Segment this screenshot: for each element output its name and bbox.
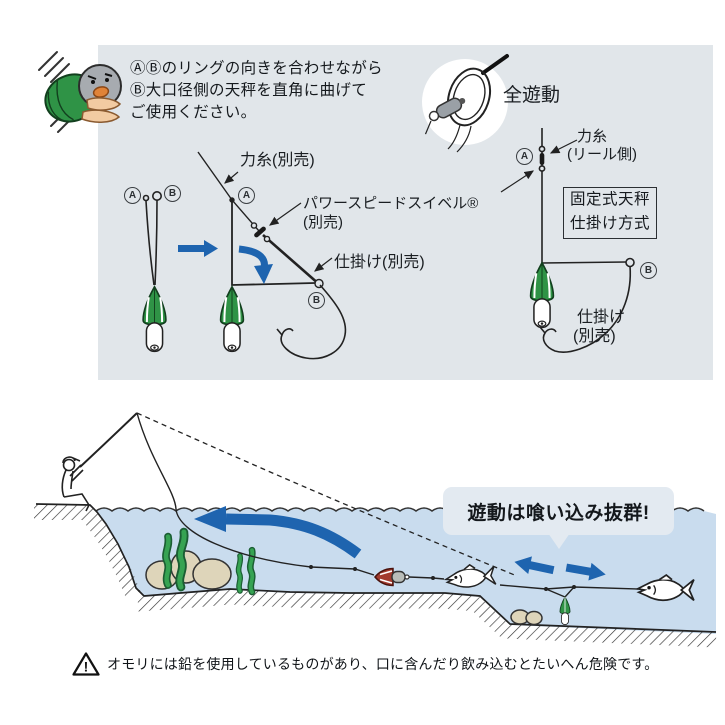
ring-label-b: B <box>308 292 325 309</box>
fishing-line <box>136 412 375 576</box>
swivel-closeup <box>424 97 466 135</box>
diagram-fixed-tenbin <box>538 128 635 353</box>
bend-arrow <box>238 245 273 284</box>
warning-icon: ! <box>72 652 100 676</box>
sinker-weight <box>142 285 167 353</box>
ring-label-a: A <box>516 148 533 165</box>
cap <box>62 456 81 464</box>
red-sinker <box>374 567 410 587</box>
ring-label-a: A <box>124 187 141 204</box>
instruction-panel: ⒶⒷのリングの向きを合わせながら Ⓑ大口径側の天秤を直角に曲げて ご使用ください… <box>98 45 713 380</box>
full-sliding-inset <box>422 54 509 153</box>
instruction-line-3: ご使用ください。 <box>130 104 257 121</box>
label-full-sliding: 全遊動 <box>503 85 561 106</box>
diagram-after-bending <box>197 151 347 360</box>
sinker-weight <box>219 285 245 353</box>
label-rig: 仕掛け(別売) <box>334 254 425 271</box>
transform-arrow <box>178 240 218 257</box>
warning-exclamation: ! <box>84 659 89 675</box>
fisherman <box>61 456 90 512</box>
cliff-outline <box>35 503 145 597</box>
fixed-method-line-2: 仕掛け方式 <box>569 215 650 232</box>
warning-note: ! オモリには鉛を使用しているものがあり、口に含んだり飲み込むとたいへん危険です… <box>72 651 658 677</box>
label-reel-line-2: (リール側) <box>567 146 637 163</box>
mascot-character <box>38 51 122 133</box>
mascot-arms <box>81 97 122 123</box>
ring-label-b: B <box>164 185 181 202</box>
mascot-face <box>87 73 113 98</box>
label-power-line: 力糸(別売) <box>240 152 315 169</box>
label-reel-line-1: 力糸 <box>577 128 608 145</box>
ring-label-b: B <box>640 262 657 279</box>
line-pull-arrow <box>194 506 362 559</box>
sinker-weight <box>529 261 555 329</box>
label-pointers <box>224 139 578 272</box>
diagram-before-bending <box>142 191 162 286</box>
warning-text: オモリには鉛を使用しているものがあり、口に含んだり飲み込むとたいへん危険です。 <box>107 656 659 672</box>
fixed-method-line-1: 固定式天秤 <box>569 191 650 208</box>
sliding-rig <box>499 584 639 598</box>
seafloor-outline <box>143 588 717 633</box>
cliff-hatching <box>34 504 141 598</box>
label-rig2-2: (別売) <box>573 328 616 345</box>
fishing-rod <box>79 412 138 468</box>
ring-label-a: A <box>238 187 255 204</box>
label-swivel-1: パワースピードスイベル® <box>303 195 479 212</box>
instruction-text: ⒶⒷのリングの向きを合わせながら Ⓑ大口径側の天秤を直角に曲げて ご使用ください… <box>130 58 383 124</box>
seafloor-hatching <box>137 589 717 648</box>
callout-bubble: 遊動は喰い込み抜群! <box>443 487 674 535</box>
label-swivel-2: (別売) <box>303 214 343 231</box>
power-speed-swivel <box>539 153 545 165</box>
instruction-line-1: ⒶⒷのリングの向きを合わせながら <box>130 60 383 77</box>
fixed-method-box: 固定式天秤 仕掛け方式 <box>563 187 657 239</box>
callout-bubble-tail <box>548 533 570 549</box>
cast-trajectory-line <box>136 412 518 577</box>
tenbin-diagram <box>142 54 635 360</box>
label-rig2-1: 仕掛け <box>577 309 626 326</box>
instruction-line-2: Ⓑ大口径側の天秤を直角に曲げて <box>130 82 368 99</box>
power-speed-swivel <box>254 226 266 238</box>
mascot-beak <box>92 86 110 98</box>
